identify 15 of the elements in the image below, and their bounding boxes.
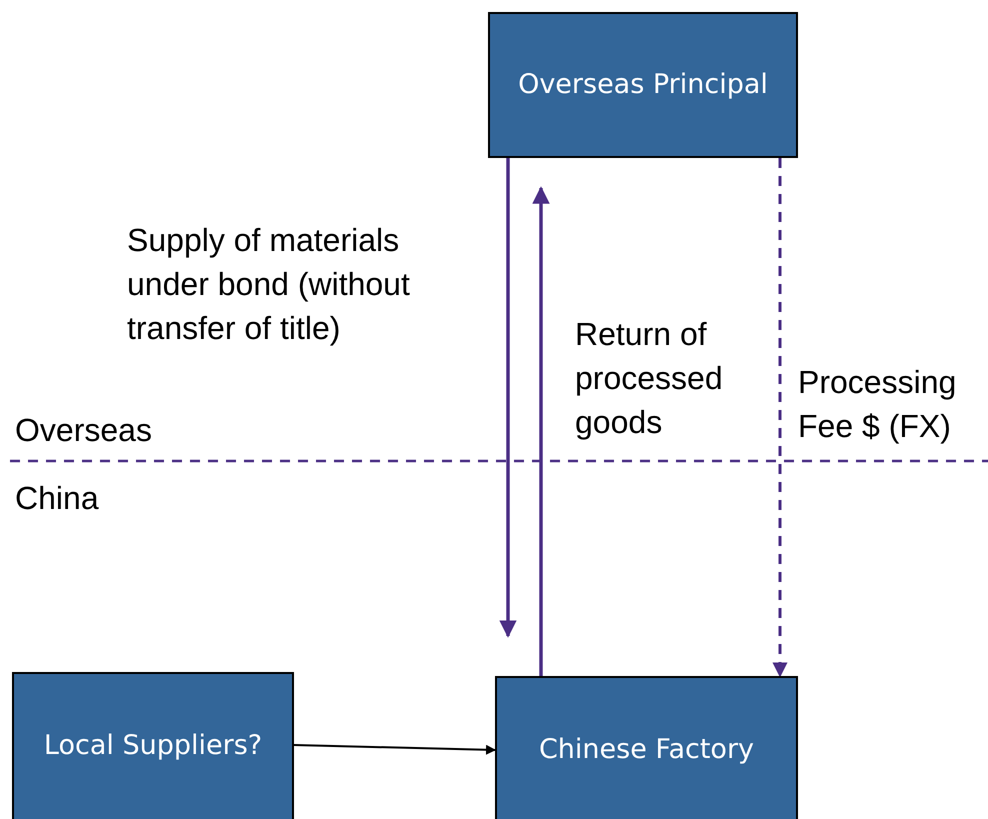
entity-box bbox=[495, 676, 798, 819]
entity-box bbox=[12, 672, 294, 819]
box-label: Chinese Factory bbox=[538, 733, 754, 767]
arrow bbox=[772, 158, 788, 678]
box-label: Overseas Principal bbox=[518, 68, 768, 102]
box-label: Local Suppliers? bbox=[44, 729, 262, 763]
edge-label: Supply of materials under bond (without transfer of title) bbox=[127, 221, 411, 348]
region-label: Overseas bbox=[15, 411, 152, 450]
arrow bbox=[532, 186, 550, 676]
region-label: China bbox=[15, 479, 99, 518]
entity-box bbox=[488, 12, 798, 158]
edge-label: Processing Fee $ (FX) bbox=[798, 363, 958, 446]
arrow bbox=[294, 744, 496, 755]
edge-label: Return of processed goods bbox=[575, 315, 724, 442]
arrow bbox=[499, 158, 517, 638]
